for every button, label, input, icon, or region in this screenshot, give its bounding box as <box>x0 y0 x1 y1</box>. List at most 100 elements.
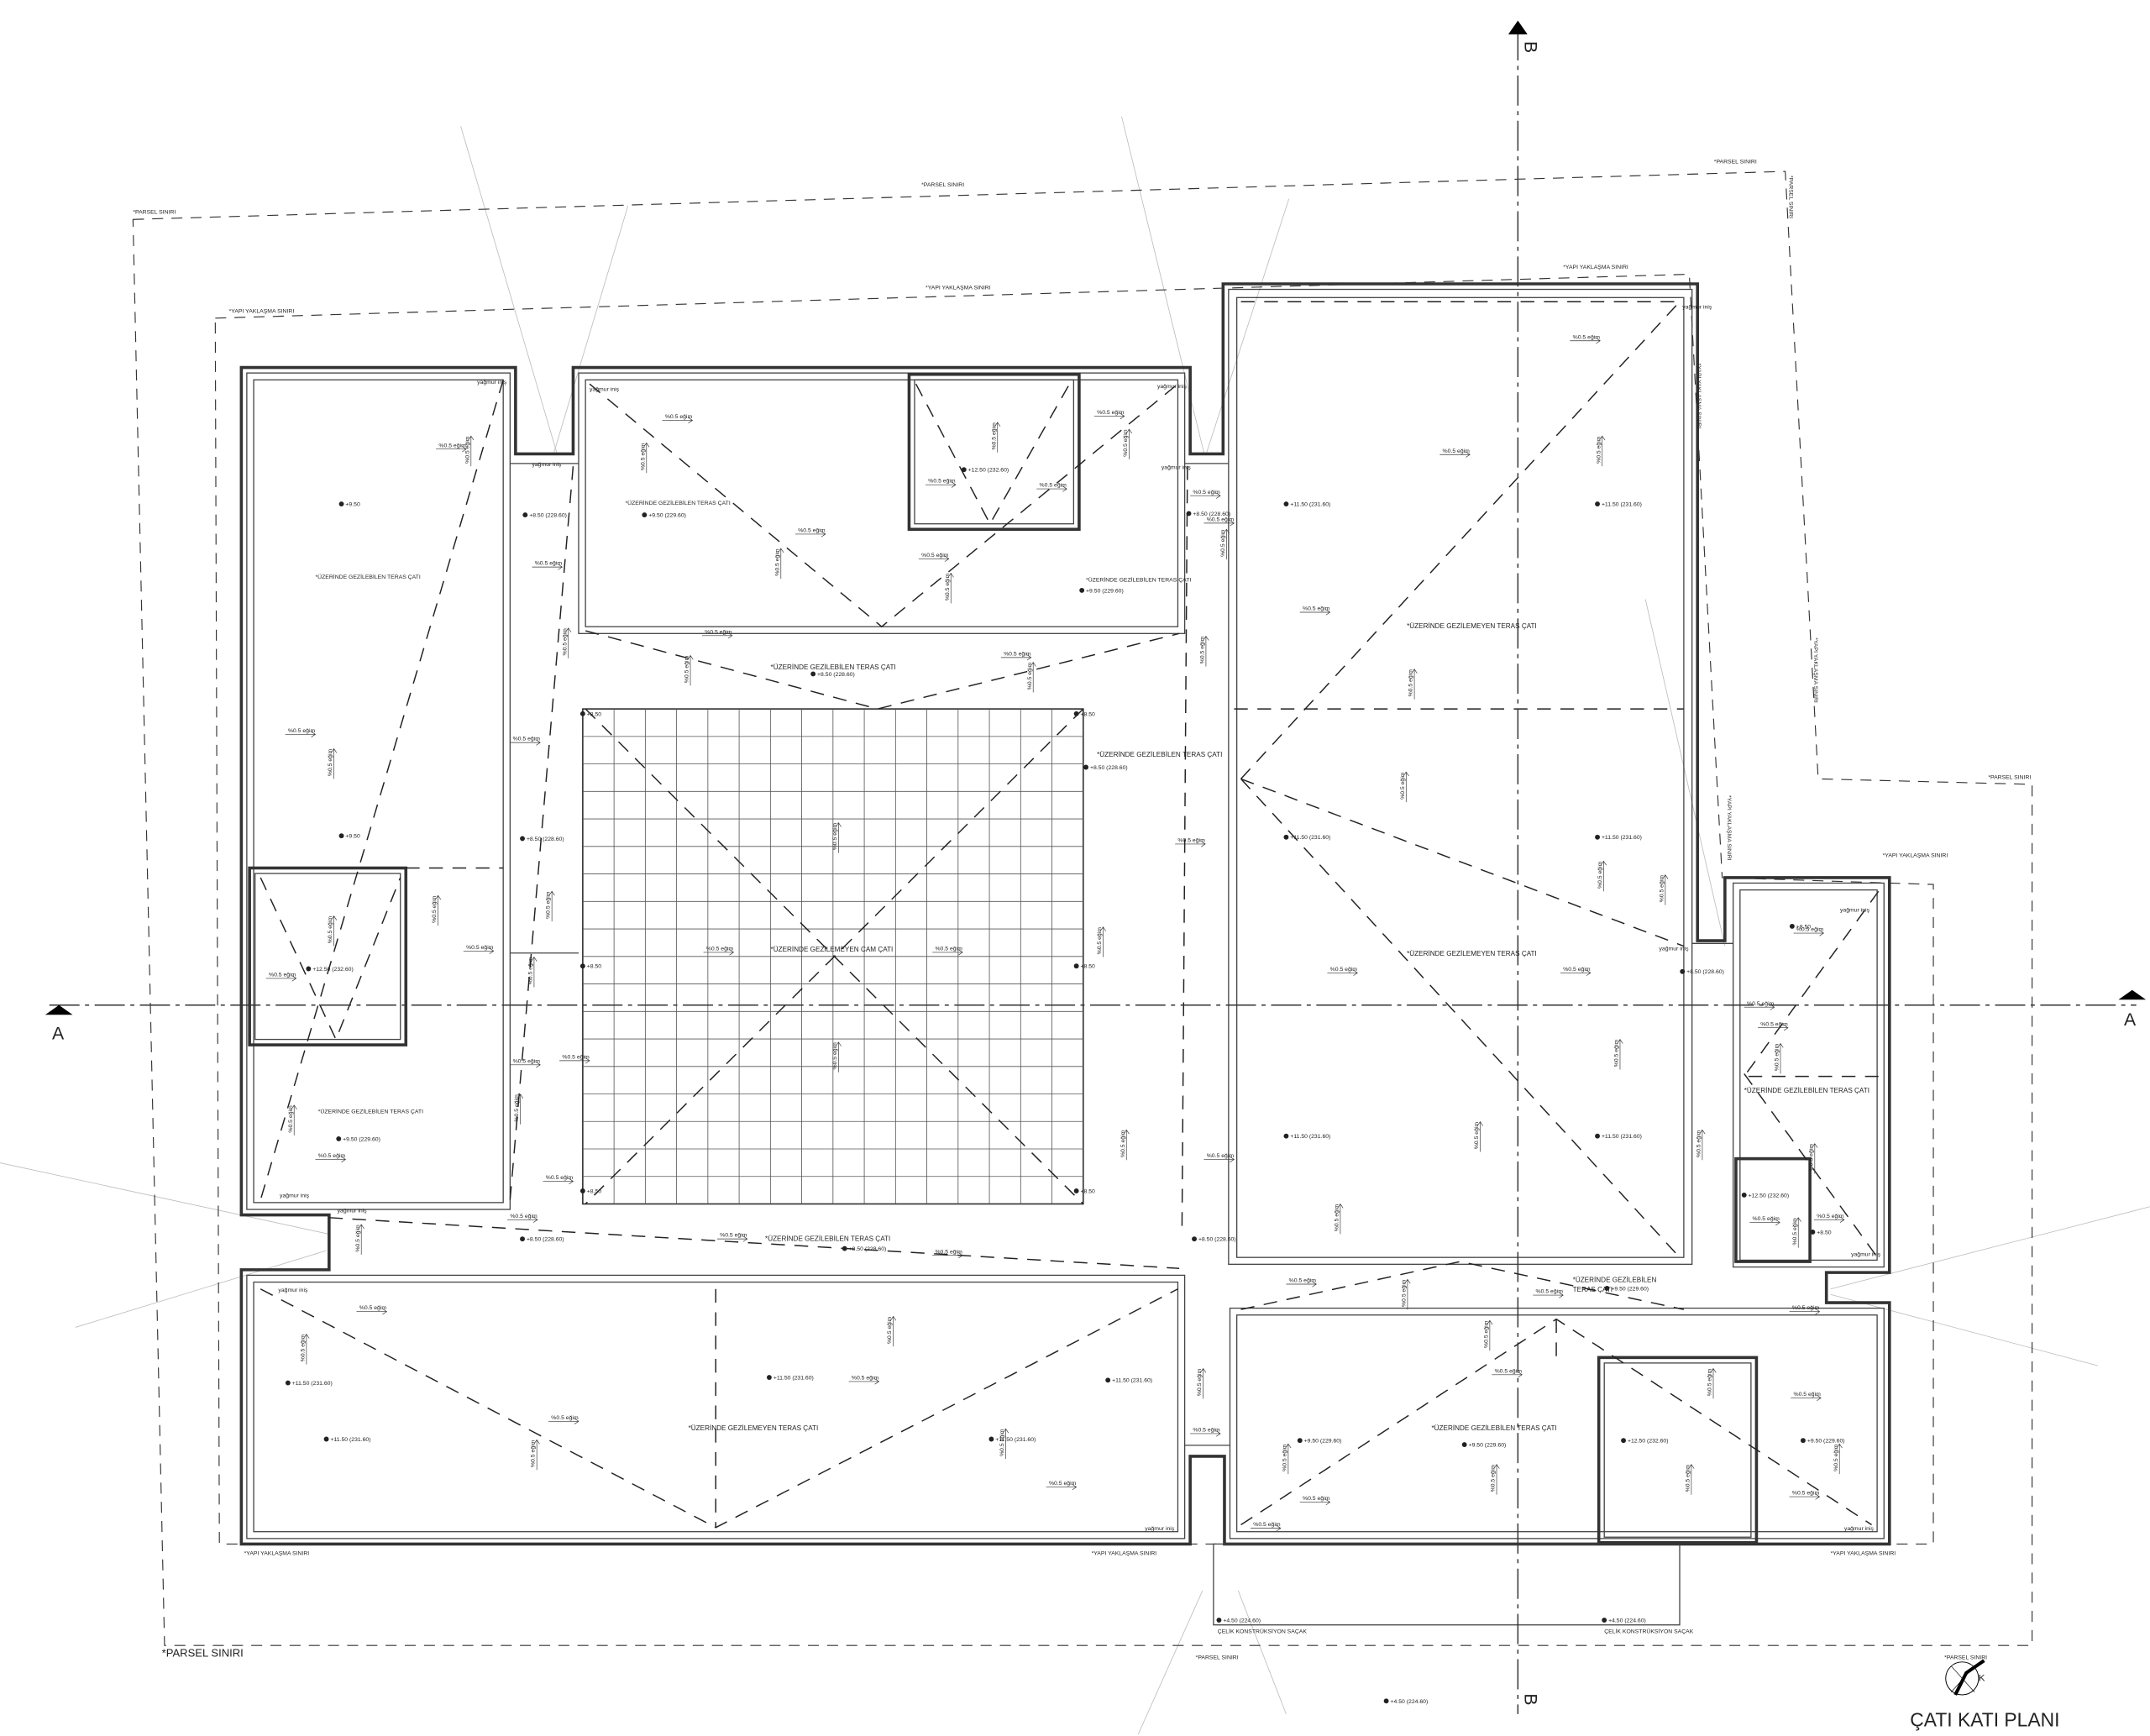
slope-annotation: %0.5 eğim <box>328 747 338 779</box>
level-marker-icon <box>1602 1618 1607 1623</box>
slope-arrow-icon <box>1337 1203 1344 1235</box>
level-marker-icon <box>579 711 585 716</box>
annotation-text: %0.5 eğim <box>1097 927 1103 955</box>
annotation-text: %0.5 eğim <box>546 891 552 919</box>
annotation-text: %0.5 eğim <box>318 1153 346 1159</box>
annotation-text: +11.50 (231.60) <box>1602 835 1642 841</box>
annotation-text: +9.50 (229.60) <box>1469 1442 1507 1448</box>
annotation-text: %0.5 eğim <box>1597 861 1603 889</box>
annotation-text: +9.50 (229.60) <box>1304 1439 1342 1445</box>
slope-arrow-icon <box>315 1156 347 1162</box>
annotation-text: +8.50 (228.60) <box>817 672 855 678</box>
slope-annotation: %0.5 eğim <box>328 915 338 947</box>
level-marker-icon <box>579 1188 585 1193</box>
level-marker-icon <box>336 1136 342 1141</box>
annotation-text: %0.5 eğim <box>1659 875 1665 903</box>
annotation-text: %0.5 eğim <box>562 628 568 656</box>
annotation-text: yağmur iniş <box>1660 946 1690 952</box>
slope-annotation: %0.5 eğim <box>548 1415 579 1424</box>
slope-arrow-icon <box>1099 926 1107 957</box>
slope-annotation: %0.5 eğim <box>1744 1001 1775 1010</box>
annotation-text: +8.50 (228.60) <box>1198 1237 1236 1243</box>
slope-arrow-icon <box>1125 428 1133 459</box>
annotation-text: %0.5 eğim <box>1443 448 1471 454</box>
slope-annotation: %0.5 eğim <box>1707 1367 1717 1399</box>
slope-annotation: %0.5 eğim <box>463 945 495 954</box>
level-marker: +11.50 (231.60) <box>1283 1133 1330 1140</box>
rain-outlet-label: yağmur iniş <box>278 1288 308 1293</box>
annotation-text: +11.50 (231.60) <box>995 1437 1036 1443</box>
annotation-text: %0.5 eğim <box>1123 429 1129 457</box>
annotation-text: +8.50 (228.60) <box>527 1237 564 1243</box>
slope-arrow-icon <box>1793 930 1825 936</box>
walkable-roof-label: *ÜZERİNDE GEZİLEBİLEN TERAS ÇATI <box>316 573 421 580</box>
slope-arrow-icon <box>532 564 563 570</box>
annotation-text: %0.5 eğim <box>1563 967 1591 973</box>
level-marker-icon <box>961 467 967 473</box>
slope-arrow-icon <box>1250 1525 1282 1532</box>
slope-arrow-icon <box>468 435 475 467</box>
annotation-text: +9.50 <box>345 501 360 507</box>
annotation-text: %0.5 eğim <box>1177 837 1205 843</box>
level-marker: +11.50 (231.60) <box>1595 834 1642 841</box>
annotation-text: yağmur iniş <box>1145 1526 1175 1532</box>
annotation-text: +8.50 <box>1081 711 1096 717</box>
slope-annotation: %0.5 eğim <box>1791 1392 1822 1402</box>
level-marker: +11.50 (231.60) <box>766 1375 814 1381</box>
slope-arrow-icon <box>1492 1371 1523 1378</box>
slope-arrow-icon <box>994 422 1001 453</box>
annotation-text: %0.5 eğim <box>1199 637 1205 664</box>
slope-arrow-icon <box>890 1315 897 1347</box>
annotation-text: %0.5 eğim <box>928 479 956 485</box>
slope-arrow-icon <box>1223 528 1230 560</box>
section-b-label-top: B <box>1521 41 1540 53</box>
level-marker: +4.50 (224.60) <box>1602 1618 1646 1623</box>
slope-arrow-icon <box>1286 1281 1317 1288</box>
slope-arrow-icon <box>926 481 957 488</box>
annotation-text: +8.50 (228.60) <box>1193 511 1230 517</box>
annotation-text: %0.5 eğim <box>1796 927 1824 933</box>
slope-arrow-icon <box>1789 1493 1821 1500</box>
annotation-text: %0.5 eğim <box>1207 1153 1235 1159</box>
annotation-text: %0.5 eğim <box>706 946 734 952</box>
annotation-text: yağmur iniş <box>532 462 562 468</box>
slope-annotation: %0.5 eğim <box>1789 1305 1821 1315</box>
slope-arrow-icon <box>1795 1217 1801 1248</box>
building-outline <box>239 282 1891 1546</box>
rain-outlet-label: yağmur iniş <box>1851 1252 1881 1258</box>
slope-arrow-icon <box>531 957 538 988</box>
setback-label: *YAPI YAKLAŞMA SINIRI <box>244 1550 310 1556</box>
slope-annotation: %0.5 eğim <box>510 737 541 746</box>
annotation-text: %0.5 eğim <box>684 655 690 683</box>
slope-annotation: %0.5 eğim <box>1749 1216 1780 1226</box>
slope-arrow-icon <box>1493 1464 1500 1495</box>
annotation-text: %0.5 eğim <box>798 528 826 534</box>
annotation-text: +11.50 (231.60) <box>1290 835 1330 841</box>
level-marker: +8.50 (228.60) <box>1192 1236 1236 1243</box>
slope-annotation: %0.5 eğim <box>514 1094 524 1125</box>
annotation-text: %0.5 eğim <box>1760 1021 1788 1027</box>
annotation-text: %0.5 eğim <box>1817 1214 1844 1219</box>
annotation-text: %0.5 eğim <box>355 1225 361 1252</box>
level-marker: +11.50 (231.60) <box>1595 1133 1642 1140</box>
slope-annotation: %0.5 eğim <box>1299 1496 1331 1506</box>
slope-arrow-icon <box>1200 1367 1207 1399</box>
slope-arrow-icon <box>835 1041 842 1073</box>
level-marker: +8.50 <box>579 963 601 970</box>
slope-arrow-icon <box>331 915 338 947</box>
annotation-text: yağmur iniş <box>1157 384 1188 390</box>
slope-annotation: %0.5 eğim <box>887 1315 897 1347</box>
level-marker: +8.50 <box>1073 711 1096 717</box>
annotation-text: %0.5 eğim <box>1536 1289 1564 1295</box>
level-marker-icon <box>323 1436 329 1442</box>
slope-annotation: %0.5 eğim <box>918 553 950 562</box>
slope-annotation: %0.5 eğim <box>288 1104 297 1135</box>
annotation-text: %0.5 eğim <box>852 1375 879 1381</box>
slope-arrow-icon <box>947 572 954 604</box>
annotation-text: %0.5 eğim <box>328 748 333 776</box>
slope-arrow-icon <box>701 632 733 639</box>
annotation-text: %0.5 eğim <box>562 1054 590 1060</box>
level-marker-icon <box>522 512 528 518</box>
setback-label: *YAPI YAKLAŞMA SINIRI <box>1563 265 1628 270</box>
slope-arrow-icon <box>1411 669 1418 700</box>
